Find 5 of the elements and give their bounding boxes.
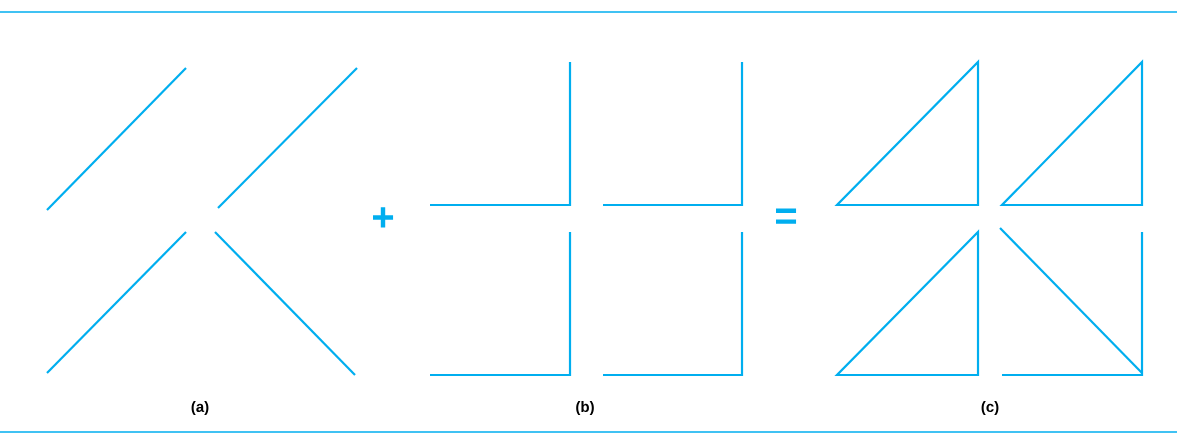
panel-label: (c) bbox=[981, 401, 999, 415]
operator-sign: = bbox=[776, 208, 797, 224]
operator-sign: + bbox=[373, 207, 394, 228]
panel-label: (b) bbox=[576, 401, 594, 415]
panel-label: (a) bbox=[191, 401, 209, 415]
